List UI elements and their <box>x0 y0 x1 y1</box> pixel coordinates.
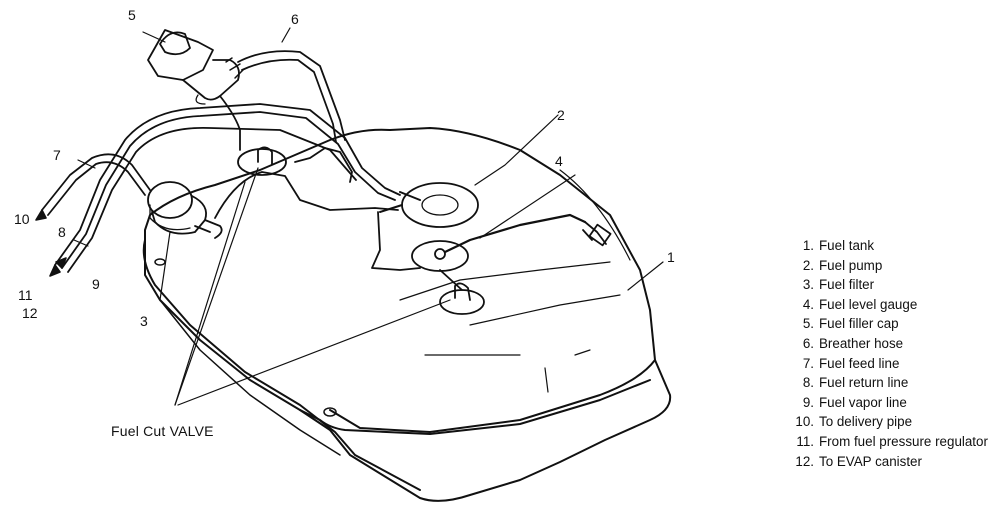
legend-item-number: 7. <box>802 355 814 371</box>
legend-item-number: 9. <box>802 394 814 410</box>
fuel-cut-valve-lower <box>439 282 485 315</box>
legend-item-number: 8. <box>802 375 814 391</box>
parts-legend: 1. Fuel tank 2. Fuel pump 3. Fuel filter 4. Fue… <box>790 236 996 471</box>
legend-item-number: 6. <box>802 335 814 351</box>
legend-item-number: 11. <box>796 433 814 449</box>
fuel-lines <box>41 103 463 291</box>
legend-item-text: Fuel return line <box>819 375 909 391</box>
legend-item-number: 12. <box>795 453 814 469</box>
legend-item: 4. Fuel level gauge <box>790 295 996 315</box>
callout-5: 5 <box>128 7 136 23</box>
legend-item-text: Fuel filter <box>819 277 875 293</box>
legend-item-text: Fuel vapor line <box>819 394 907 410</box>
fuel-filter <box>147 181 223 239</box>
legend-item-text: Fuel tank <box>819 238 875 253</box>
fuel-cut-valve-upper <box>237 146 287 176</box>
legend-item-text: Fuel filler cap <box>819 316 899 332</box>
legend-item: 9. Fuel vapor line <box>790 393 996 413</box>
legend-item-text: Fuel feed line <box>819 355 900 371</box>
callout-8: 8 <box>58 224 66 240</box>
callout-7: 7 <box>53 147 61 163</box>
legend-item-number: 2. <box>802 257 814 273</box>
legend-item-text: Breather hose <box>819 335 904 351</box>
legend-item-text: Fuel level gauge <box>819 296 918 312</box>
callout-leaders <box>73 27 664 406</box>
legend-item: 5. Fuel filler cap <box>790 314 996 334</box>
fuel-cut-valve-label: Fuel Cut VALVE <box>111 423 214 439</box>
legend-item-number: 3. <box>802 277 814 293</box>
legend-item: 11. From fuel pressure regulator <box>790 432 996 452</box>
legend-item: 8. Fuel return line <box>790 373 996 393</box>
legend-item-number: 10. <box>795 414 814 430</box>
legend-item-number: 1. <box>802 238 814 253</box>
legend-item: 12. To EVAP canister <box>790 452 996 472</box>
legend-item: 7. Fuel feed line <box>790 354 996 374</box>
legend-item-text: To EVAP canister <box>819 453 922 469</box>
legend-item-number: 5. <box>802 316 814 332</box>
callout-4: 4 <box>555 153 563 169</box>
legend-item-number: 4. <box>802 296 814 312</box>
callout-10: 10 <box>14 211 30 227</box>
callout-6: 6 <box>291 11 299 27</box>
line-arrows <box>35 209 67 277</box>
callout-11: 11 <box>18 287 33 303</box>
fuel-tank <box>142 127 672 502</box>
legend-item: 2. Fuel pump <box>790 256 996 276</box>
callout-2: 2 <box>557 107 565 123</box>
fuel-pump <box>379 182 479 228</box>
fuel-level-gauge <box>411 213 612 272</box>
fuel-filler-cap <box>147 29 244 105</box>
breather-hose <box>219 50 346 151</box>
callout-3: 3 <box>140 313 148 329</box>
callout-12: 12 <box>22 305 38 321</box>
legend-item: 6. Breather hose <box>790 334 996 354</box>
callout-9: 9 <box>92 276 100 292</box>
legend-item: 3. Fuel filter <box>790 275 996 295</box>
legend-item-text: Fuel pump <box>819 257 883 273</box>
legend-item: 1. Fuel tank <box>790 236 996 256</box>
legend-item-text: From fuel pressure regulator <box>819 433 988 449</box>
legend-item: 10. To delivery pipe <box>790 412 996 432</box>
legend-item-text: To delivery pipe <box>819 414 913 430</box>
callout-1: 1 <box>667 249 675 265</box>
